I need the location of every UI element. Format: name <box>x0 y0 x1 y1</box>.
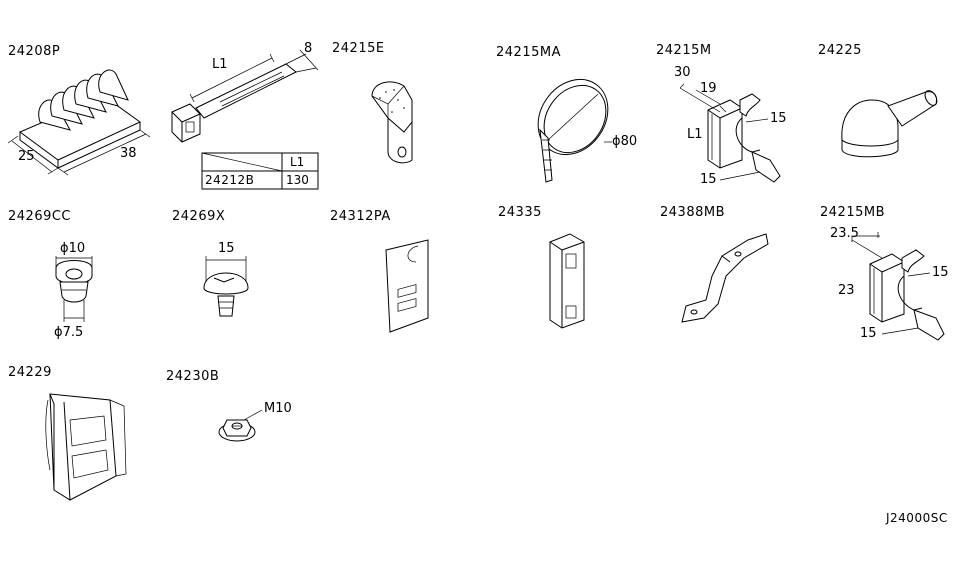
holder-24229-drawing <box>45 393 127 501</box>
part-label-24225: 24225 <box>818 43 862 58</box>
clip-24215e-drawing <box>371 81 413 164</box>
part-label-24215ma: 24215MA <box>496 45 561 60</box>
dim-24215m-width: 30 <box>674 65 691 80</box>
clip-24215m-drawing <box>679 83 781 183</box>
tie-table-header: L1 <box>290 155 305 169</box>
dim-24208p-length: 38 <box>120 146 137 161</box>
part-label-24335: 24335 <box>498 205 542 220</box>
dim-24215m-depth: 19 <box>700 81 717 96</box>
diagram-code: J24000SC <box>886 511 948 525</box>
protector-24208p-drawing <box>7 69 151 176</box>
dim-24208p-width: 25 <box>18 149 35 164</box>
tie-table-part: 24212B <box>205 173 255 187</box>
boot-24225-drawing <box>841 90 938 158</box>
dim-24215mb-width: 23.5 <box>830 226 859 241</box>
part-label-24312pa: 24312PA <box>330 209 391 224</box>
part-label-24208p: 24208P <box>8 44 61 59</box>
part-label-24215e: 24215E <box>332 41 385 56</box>
dim-band-diameter: ϕ80 <box>612 134 638 149</box>
part-label-24230b: 24230B <box>166 369 220 384</box>
clip-24215mb-drawing <box>851 232 945 341</box>
holder-24335-drawing <box>549 233 585 329</box>
push-clip-24269x-drawing <box>203 256 249 317</box>
dim-grommet-outer: ϕ10 <box>60 241 86 256</box>
dim-tie-length: L1 <box>212 57 228 72</box>
dim-grommet-inner: ϕ7.5 <box>54 325 84 340</box>
dim-24215mb-upper-15: 15 <box>932 265 949 280</box>
dim-nut-thread: M10 <box>264 401 292 416</box>
dim-push-clip-width: 15 <box>218 241 235 256</box>
cable-tie-24212b-drawing <box>171 49 319 143</box>
bracket-24388mb-drawing <box>681 233 769 323</box>
bracket-24312pa-drawing <box>385 239 429 333</box>
tie-table-frame <box>201 152 319 190</box>
dim-tie-width: 8 <box>304 41 313 56</box>
part-label-24229: 24229 <box>8 365 52 380</box>
part-label-24215mb: 24215MB <box>820 205 885 220</box>
part-label-24388mb: 24388MB <box>660 205 725 220</box>
grommet-24269cc-drawing <box>55 256 93 322</box>
dim-24215mb-height: 23 <box>838 283 855 298</box>
tie-table-value: 130 <box>286 173 309 187</box>
dim-24215m-upper-15: 15 <box>770 111 787 126</box>
part-label-24269cc: 24269CC <box>8 209 72 224</box>
dim-24215m-length: L1 <box>687 127 703 142</box>
band-clip-24215ma-drawing <box>537 78 612 183</box>
dim-24215m-lower-15: 15 <box>700 172 717 187</box>
part-label-24269x: 24269X <box>172 209 226 224</box>
part-label-24215m: 24215M <box>656 43 712 58</box>
dim-24215mb-lower-15: 15 <box>860 326 877 341</box>
nut-24230b-drawing <box>218 409 263 442</box>
